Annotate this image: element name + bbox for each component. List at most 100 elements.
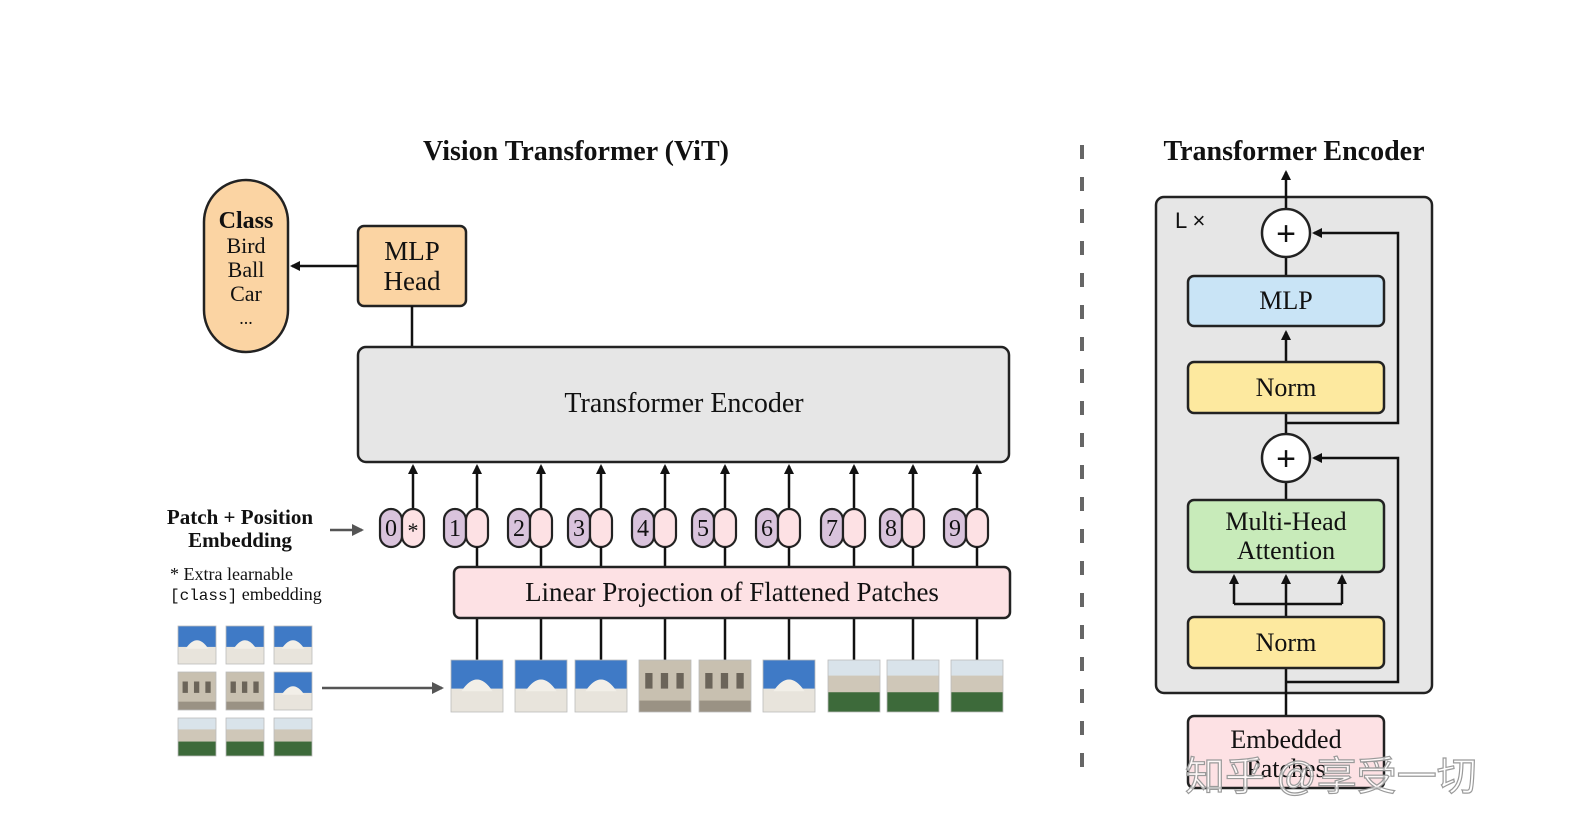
plus-circle-bottom: +: [1260, 432, 1312, 484]
token-pair-8: 8: [878, 464, 926, 660]
patch-position-label-line1: Patch + Position: [167, 505, 313, 529]
flattened-patch-8: [886, 659, 940, 713]
position-index-5: 5: [697, 516, 709, 542]
norm-block-top: Norm: [1186, 360, 1386, 415]
flattened-patch-6: [762, 659, 816, 713]
patch-wall: [226, 729, 264, 743]
norm-top-label: Norm: [1256, 373, 1317, 402]
patch-dome: [233, 640, 257, 649]
patch-border: [273, 717, 313, 757]
patch-window: [230, 681, 236, 693]
position-index-8: 8: [885, 516, 897, 542]
mlp-head-box: MLP Head: [356, 224, 468, 308]
patch-base: [178, 701, 216, 710]
grid-patch-8: [225, 717, 265, 757]
patch-dome: [185, 640, 209, 649]
patch-hedge: [178, 741, 216, 756]
patch-dome: [525, 679, 557, 692]
embedding-word: embedding: [237, 584, 321, 604]
patch-wall: [274, 729, 312, 743]
mlp-head-line2: Head: [384, 266, 441, 296]
norm-bottom-label: Norm: [1256, 628, 1317, 657]
grid-patch-5: [225, 671, 265, 711]
patch-window: [705, 673, 713, 689]
class-heading: Class: [219, 208, 274, 234]
transformer-encoder-label: Transformer Encoder: [564, 388, 804, 419]
attention-line1: Multi-Head: [1225, 507, 1346, 536]
position-index-0: 0: [385, 516, 397, 542]
patch-base: [699, 700, 751, 712]
patch-window: [253, 681, 259, 693]
attention-block: Multi-Head Attention: [1186, 498, 1386, 574]
patch-window: [645, 673, 653, 689]
extra-learnable-note: * Extra learnable: [170, 564, 293, 584]
patch-building: [178, 646, 216, 664]
patch-building: [226, 646, 264, 664]
patch-embedding-1: [464, 507, 490, 549]
patch-embedding-3: [588, 507, 614, 549]
repeat-label: L ×: [1175, 208, 1205, 233]
linear-projection-label: Linear Projection of Flattened Patches: [525, 577, 939, 607]
token-pair-9: 9: [942, 464, 990, 660]
patch-hedge: [226, 741, 264, 756]
patch-window: [205, 681, 211, 693]
class-item-bird: Bird: [226, 233, 265, 258]
patch-border: [950, 659, 1004, 713]
patch-embedding-5: [712, 507, 738, 549]
token-pair-2: 2: [506, 464, 554, 660]
position-index-6: 6: [761, 516, 773, 542]
patch-wall: [828, 675, 880, 694]
qkv-split-lines: [1234, 602, 1342, 617]
patch-wall: [951, 675, 1003, 694]
patch-border: [225, 625, 265, 665]
patch-hedge: [951, 692, 1003, 712]
patch-dome: [461, 679, 493, 692]
patch-embedding-7: [841, 507, 867, 549]
patch-hedge: [274, 741, 312, 756]
grid-patch-2: [225, 625, 265, 665]
patch-border: [638, 659, 692, 713]
patch-border: [698, 659, 752, 713]
class-item-car: Car: [230, 281, 262, 306]
patch-embedding-6: [776, 507, 802, 549]
residual-attention: [1286, 453, 1400, 684]
patch-border: [450, 659, 504, 713]
patch-window: [241, 681, 248, 693]
token-pair-7: 7: [819, 464, 867, 660]
position-index-3: 3: [573, 516, 585, 542]
patch-hedge: [887, 692, 939, 712]
patch-embedding-0: [400, 507, 426, 549]
flattened-patch-2: [514, 659, 568, 713]
patch-border: [225, 671, 265, 711]
patch-border: [225, 717, 265, 757]
patch-border: [762, 659, 816, 713]
patch-building: [515, 688, 567, 712]
patch-border: [886, 659, 940, 713]
position-index-9: 9: [949, 516, 961, 542]
position-index-7: 7: [826, 516, 838, 542]
patch-border: [273, 671, 313, 711]
flattened-patch-1: [450, 659, 504, 713]
norm-block-bottom: Norm: [1186, 615, 1386, 670]
patch-position-label-line2: Embedding: [188, 528, 292, 552]
position-index-1: 1: [449, 516, 461, 542]
patch-embedding-9: [964, 507, 990, 549]
class-token-star: *: [408, 518, 419, 543]
patch-building: [763, 688, 815, 712]
patch-dome: [281, 640, 305, 649]
patch-base: [226, 701, 264, 710]
patch-dome: [773, 679, 805, 692]
patch-border: [177, 625, 217, 665]
flattened-patch-5: [698, 659, 752, 713]
patch-window: [720, 673, 729, 689]
patch-embedding-4: [652, 507, 678, 549]
token-pair-4: 4: [630, 464, 678, 660]
token-pair-3: 3: [566, 464, 614, 660]
patch-border: [273, 625, 313, 665]
token-pair-6: 6: [754, 464, 802, 660]
patch-building: [274, 646, 312, 664]
patch-border: [514, 659, 568, 713]
mlp-head-line1: MLP: [384, 236, 440, 266]
